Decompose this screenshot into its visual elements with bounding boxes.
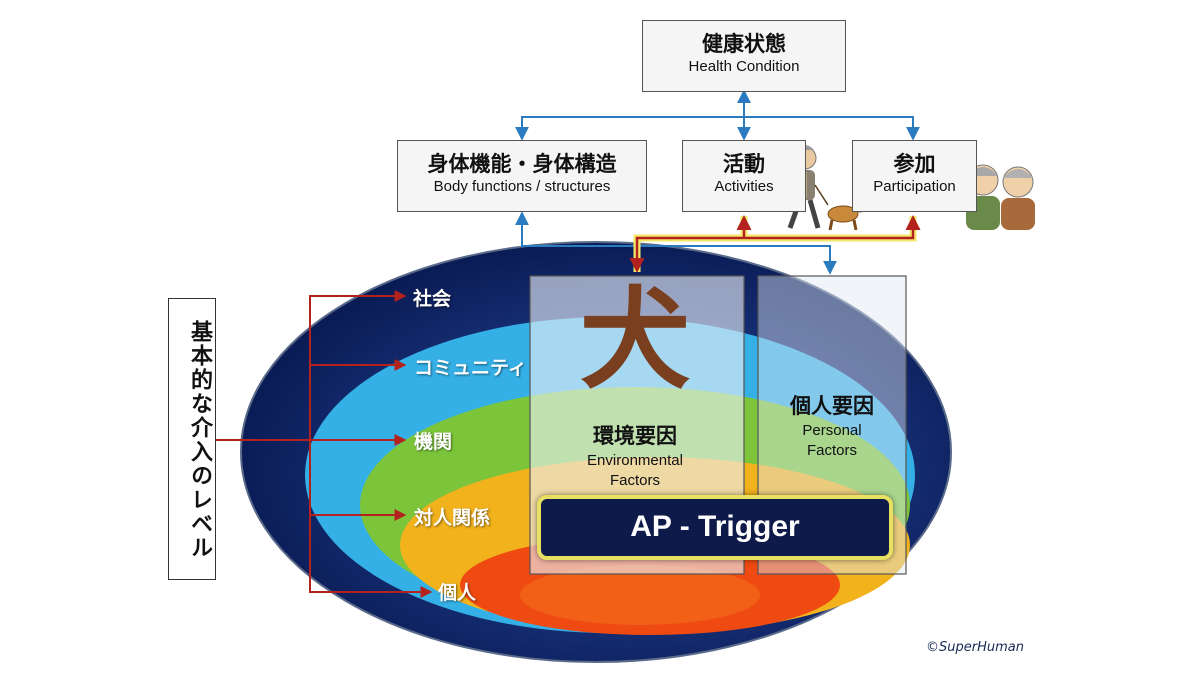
level-community-label: コミュニティ (414, 357, 527, 379)
trigger-connectors (629, 215, 921, 273)
environmental-factors-jp: 環境要因 (593, 424, 677, 448)
personal-factors-jp: 個人要因 (790, 394, 874, 418)
body-functions-en: Body functions / structures (433, 178, 611, 195)
individual-inner-glow (520, 565, 760, 625)
activities-jp: 活動 (723, 152, 765, 176)
activities-box: 活動 Activities (682, 140, 806, 212)
activities-en: Activities (714, 178, 774, 195)
body-functions-jp: 身体機能・身体構造 (427, 152, 617, 176)
level-bracket (216, 290, 433, 598)
body-functions-box: 身体機能・身体構造 Body functions / structures (397, 140, 647, 212)
level-society-label: 社会 (413, 288, 452, 310)
intervention-levels-title: 基本的な介入のレベル (187, 320, 212, 560)
ap-trigger-banner: AP - Trigger (537, 495, 893, 560)
participation-jp: 参加 (893, 152, 936, 176)
level-institution-label: 機関 (414, 431, 453, 453)
dog-kanji-symbol: 犬 (580, 276, 690, 404)
level-individual-label: 個人 (438, 582, 477, 604)
health-condition-en: Health Condition (688, 58, 800, 75)
personal-factors-en-line2: Factors (806, 442, 857, 459)
environmental-factors-en-line2: Factors (609, 472, 660, 489)
health-condition-jp: 健康状態 (702, 32, 786, 56)
intervention-levels-box: 基本的な介入のレベル (168, 298, 216, 580)
copyright-credit: ©SuperHuman (926, 640, 1024, 655)
environmental-factors-en-line1: Environmental (587, 452, 683, 469)
personal-factors-en-line1: Personal (802, 422, 862, 439)
level-interpersonal-label: 対人関係 (414, 507, 491, 529)
participation-en: Participation (873, 178, 956, 195)
elderly-couple-icon (966, 164, 1035, 230)
participation-box: 参加 Participation (852, 140, 977, 212)
health-condition-box: 健康状態 Health Condition (642, 20, 846, 92)
